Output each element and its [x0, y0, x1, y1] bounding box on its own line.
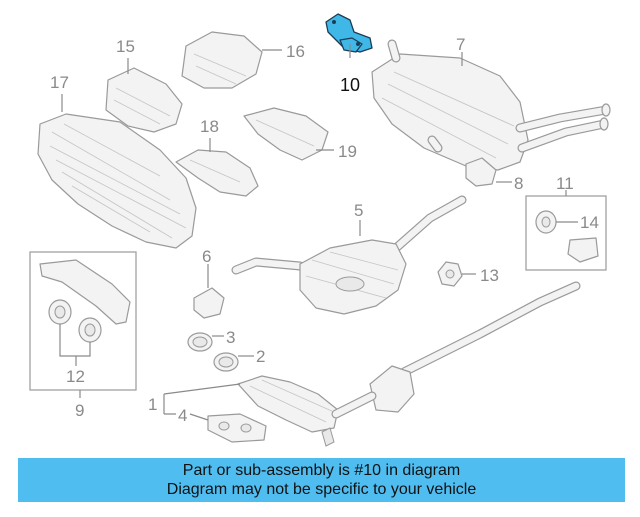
part-4-gasket: [207, 413, 267, 443]
callout-2: 2: [256, 347, 265, 366]
callout-5: 5: [354, 201, 363, 220]
banner-line-disclaimer: Diagram may not be specific to your vehi…: [166, 481, 477, 498]
part-16-heat-shield: [181, 31, 263, 89]
callout-box-9: [29, 251, 137, 391]
callout-17: 17: [50, 73, 69, 92]
part-5-middle-muffler: [231, 195, 467, 315]
callout-13: 13: [480, 266, 499, 285]
part-13-rubber-mount: [437, 261, 463, 287]
part-7-rear-muffler: [371, 39, 611, 171]
part-17-heat-shield: [37, 113, 197, 249]
callout-7: 7: [456, 35, 465, 54]
info-banner: Part or sub-assembly is #10 in diagram D…: [18, 458, 625, 502]
callout-10: 10: [340, 75, 360, 95]
callout-11: 11: [556, 174, 574, 193]
part-10-bracket-highlighted: [325, 13, 373, 53]
callout-labels: 15 16 17 18 19 7 10 8 5 6 13 3 2 1 4 12 …: [50, 35, 599, 425]
part-6-clamp: [193, 287, 225, 319]
callout-6: 6: [202, 247, 211, 266]
part-1-front-pipe: [237, 281, 581, 447]
callout-19: 19: [338, 142, 357, 161]
part-19-heat-shield: [243, 107, 329, 161]
callout-18: 18: [200, 117, 219, 136]
callout-15: 15: [116, 37, 135, 56]
part-2-gasket: [213, 352, 239, 372]
callout-12: 12: [66, 367, 85, 386]
callout-16: 16: [286, 42, 305, 61]
callout-9: 9: [75, 401, 84, 420]
callout-8: 8: [514, 174, 523, 193]
callout-1: 1: [148, 395, 157, 414]
callout-3: 3: [226, 328, 235, 347]
callout-4: 4: [178, 406, 187, 425]
part-18-bracket: [175, 149, 259, 197]
callout-14: 14: [580, 213, 599, 232]
part-8-clamp: [465, 157, 497, 187]
leader-lines: [59, 44, 578, 421]
part-15-heat-shield: [105, 67, 183, 133]
part-9-hanger-bracket: [39, 259, 131, 343]
part-3-gasket: [187, 332, 213, 352]
callout-box-11: [525, 195, 607, 271]
banner-line-part-number: Part or sub-assembly is #10 in diagram: [182, 462, 461, 479]
